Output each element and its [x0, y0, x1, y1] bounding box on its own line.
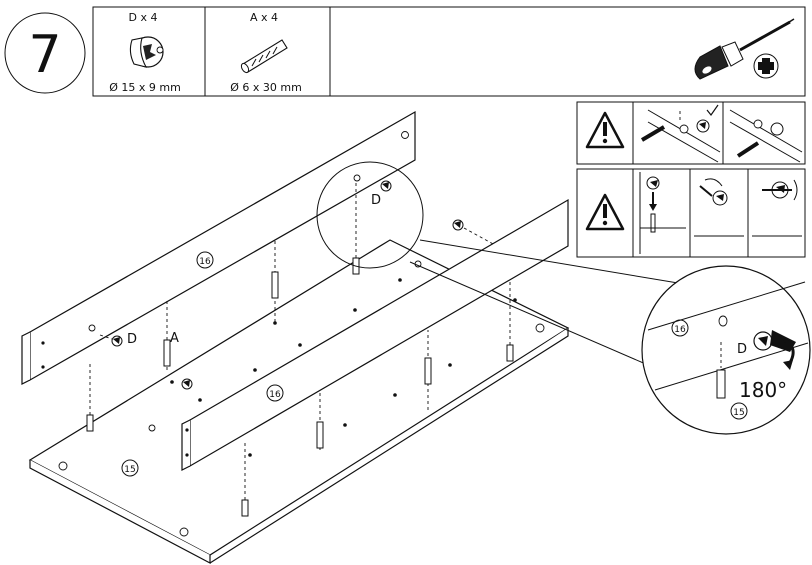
cam-lock-d-label: D: [127, 332, 137, 347]
back-side-panel: 16: [21, 110, 416, 385]
panel-15-badge: [121, 459, 139, 477]
phillips-head-icon: [753, 53, 779, 79]
insert-dowel-illustration: [639, 172, 686, 254]
part-dowel-dimension: Ø 6 x 30 mm: [230, 81, 302, 94]
cam-locked-illustration: [752, 179, 802, 237]
detail-small-d-label: D: [371, 193, 381, 208]
panel-16-front-label: 16: [269, 390, 281, 400]
detail-large-d-label: D: [737, 342, 747, 357]
incorrect-order-illustration: [729, 109, 803, 163]
panel-16-front-badge: [266, 384, 284, 402]
detail-panel-16-label: 16: [674, 325, 686, 335]
wooden-dowel-icon: [240, 39, 288, 74]
panel-16-back-badge: [196, 251, 214, 269]
part-dowel: A x 4 Ø 6 x 30 mm: [230, 11, 302, 94]
warning-triangle-icon: [585, 111, 625, 149]
warning-panel-cam-alignment: [576, 168, 806, 258]
cam-turn-illustration: [694, 178, 744, 237]
dowel-a-label: A: [170, 331, 179, 346]
part-cam-lock-dimension: Ø 15 x 9 mm: [109, 81, 181, 94]
checkmark-icon: [706, 104, 719, 117]
cam-lock-icon: [129, 36, 164, 68]
part-dowel-label: A x 4: [250, 11, 278, 24]
part-cam-lock: D x 4 Ø 15 x 9 mm: [109, 11, 181, 94]
part-cam-lock-label: D x 4: [129, 11, 158, 24]
correct-order-illustration: [640, 109, 721, 163]
step-number: 7: [28, 25, 61, 85]
dowels: [86, 182, 514, 517]
detail-panel-16-badge: [671, 319, 689, 337]
detail-panel-15-label: 15: [733, 408, 744, 418]
detail-circle-small: D: [316, 161, 424, 269]
detail-panel-15-badge: [730, 402, 748, 420]
warning-triangle-icon: [585, 193, 625, 231]
front-side-panel: 16: [181, 198, 569, 471]
cam-locks: D A: [99, 219, 496, 390]
detail-circle-large: 16 D 180° 15: [641, 265, 811, 435]
phillips-screwdriver-icon: [694, 18, 795, 80]
panel-15-label: 15: [124, 465, 135, 475]
panel-16-back-label: 16: [199, 257, 211, 267]
rotation-label: 180°: [739, 378, 787, 402]
warning-panel-dowel-first: [576, 101, 806, 165]
step-badge: 7: [4, 12, 86, 94]
parts-box: D x 4 Ø 15 x 9 mm A x 4 Ø 6 x 30 mm: [92, 6, 806, 97]
